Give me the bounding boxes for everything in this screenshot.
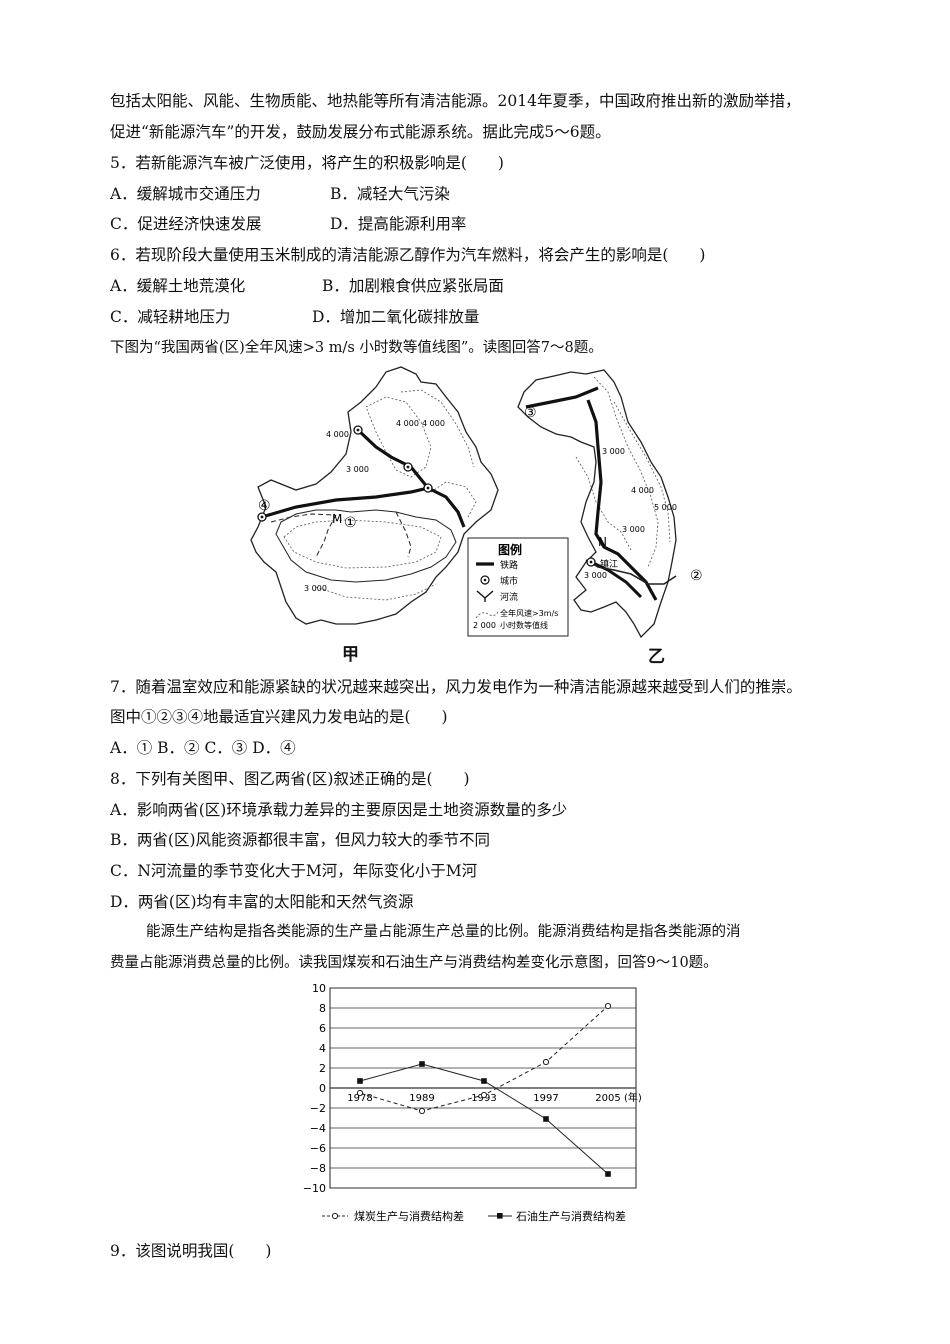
q8-option-c: C．N河流量的季节变化大于M河，年际变化小于M河 [110,862,478,880]
chart-svg: 10 8 6 4 2 0 −2 −4 −6 −8 −10 1978 1989 1993 1997 2005 (年… [303,982,642,1223]
legend-river-label: 河流 [500,591,518,603]
legend-city-label: 城市 [500,575,518,587]
oil-point [357,1078,363,1084]
x-tick-label: 1997 [533,1093,558,1104]
question-6: 6．若现阶段大量使用玉米制成的清洁能源乙醇作为汽车燃料，将会产生的影响是( ) [110,246,706,264]
legend-rail-label: 铁路 [500,559,518,571]
legend-oil-marker [497,1213,503,1219]
q6-option-d: D．增加二氧化碳排放量 [312,308,480,326]
legend-coal-marker [331,1212,339,1220]
legend-title: 图例 [498,542,522,557]
river-m-label: M [332,512,342,526]
question-5: 5．若新能源汽车被广泛使用，将产生的积极影响是( ) [110,154,504,172]
isoline-value: 4 000 [631,486,654,495]
coal-point [604,1002,612,1010]
y-tick-label: −10 [303,1182,326,1195]
q5-option-c: C．促进经济快速发展 [110,215,262,233]
map-yi-caption: 乙 [648,647,665,667]
q5-option-d: D．提高能源利用率 [330,215,467,233]
isoline-value: 5 000 [654,503,677,512]
site-2-label: ② [690,568,703,584]
oil-point [543,1116,549,1122]
coal-point [356,1089,364,1097]
passage-line-1: 包括太阳能、风能、生物质能、地热能等所有清洁能源。2014年夏季，中国政府推出新… [110,92,801,110]
isoline-value: 3 000 [304,584,327,593]
q6-option-a: A．缓解土地荒漠化 [110,277,246,295]
isoline-value: 3 000 [622,525,645,534]
maps-svg: ④ ① M 4 000 4 000 4 000 3 000 3 000 ③ ② … [250,366,703,639]
q8-option-b: B．两省(区)风能资源都很丰富，但风力较大的季节不同 [110,831,490,849]
river-m [270,513,337,558]
isoline-value: 3 000 [346,465,369,474]
basin-outline [275,509,457,583]
y-tick-label: 2 [319,1062,326,1075]
isoline-value: 3 000 [602,447,625,456]
oil-point [481,1078,487,1084]
y-tick-label: −6 [310,1142,326,1155]
x-tick-label: 1978 [347,1093,372,1104]
map-legend: 图例 铁路 城市 河流 全年风速>3m/s 2 000 小时数等值线 [467,537,569,637]
isoline-value: 3 000 [584,571,607,580]
province-yi-outline [517,369,677,639]
river-n [585,559,677,585]
x-tick-label: 1993 [471,1093,496,1104]
question-9: 9．该图说明我国( ) [110,1242,272,1260]
site-4-label: ④ [258,498,271,514]
oil-point [605,1171,611,1177]
q5-option-b: B．减轻大气污染 [330,185,450,203]
passage-line-2: 促进“新能源汽车”的开发，鼓励发展分布式能源系统。据此完成5～6题。 [110,123,611,141]
isoline-value: 4 000 [396,419,419,428]
x-tick-label: 2005 [595,1093,620,1104]
y-tick-label: −4 [310,1122,326,1135]
railway-yi [525,386,658,601]
legend-oil-label: 石油生产与消费结构差 [516,1209,626,1223]
y-tick-label: 0 [319,1082,326,1095]
isoline-value: 4 000 [326,430,349,439]
q6-option-b: B．加剧粮食供应紧张局面 [322,277,504,295]
isoline-value: 4 000 [422,419,445,428]
coal-point [542,1058,550,1066]
q5-option-a: A．缓解城市交通压力 [110,185,261,203]
y-tick-label: 6 [319,1022,326,1035]
river-n-label: N [598,535,607,549]
intro-7-8: 下图为“我国两省(区)全年风速>3 m/s 小时数等值线图”。读图回答7～8题。 [110,340,603,356]
legend-isoline-value: 2 000 [473,621,496,630]
intro-9-10-line-1: 能源生产结构是指各类能源的生产量占能源生产总量的比例。能源消费结构是指各类能源的… [146,924,741,940]
q6-option-c: C．减轻耕地压力 [110,308,231,326]
y-tick-label: 10 [312,982,326,995]
oil-point [419,1061,425,1067]
structure-difference-chart: 10 8 6 4 2 0 −2 −4 −6 −8 −10 1978 1989 1993 1997 2005 (年… [300,980,660,1235]
question-8: 8．下列有关图甲、图乙两省(区)叙述正确的是( ) [110,770,470,788]
q8-option-d: D．两省(区)均有丰富的太阳能和天然气资源 [110,893,414,911]
x-tick-label: 1989 [409,1093,434,1104]
y-tick-label: −2 [310,1102,326,1115]
y-tick-label: −8 [310,1162,326,1175]
intro-9-10-line-2: 费量占能源消费总量的比例。读我国煤炭和石油生产与消费结构差变化示意图，回答9～1… [110,955,718,971]
coal-point [418,1107,426,1115]
map-jia-caption: 甲 [342,645,359,665]
legend-isoline-label-1: 全年风速>3m/s [500,608,558,618]
railway-jia [261,428,431,519]
q7-options: A．① B．② C．③ D．④ [110,739,296,757]
x-axis-unit: (年) [624,1091,642,1104]
province-jia-outline [250,366,499,625]
y-tick-label: 8 [319,1002,326,1015]
legend-coal-label: 煤炭生产与消费结构差 [354,1209,464,1223]
question-7-line-1: 7．随着温室效应和能源紧缺的状况越来越突出，风力发电作为一种清洁能源越来越受到人… [110,678,802,696]
y-tick-label: 4 [319,1042,326,1055]
site-3-label: ③ [524,405,537,421]
city-zhenjiang-label: 镇江 [600,558,618,570]
wind-isoline-maps: ④ ① M 4 000 4 000 4 000 3 000 3 000 ③ ② … [236,362,706,667]
site-1-label: ① [344,515,357,531]
coal-point [480,1091,488,1099]
legend-isoline-label-2: 小时数等值线 [500,620,548,630]
question-7-line-2: 图中①②③④地最适宜兴建风力发电站的是( ) [110,708,448,726]
q8-option-a: A．影响两省(区)环境承载力差异的主要原因是土地资源数量的多少 [110,801,568,819]
